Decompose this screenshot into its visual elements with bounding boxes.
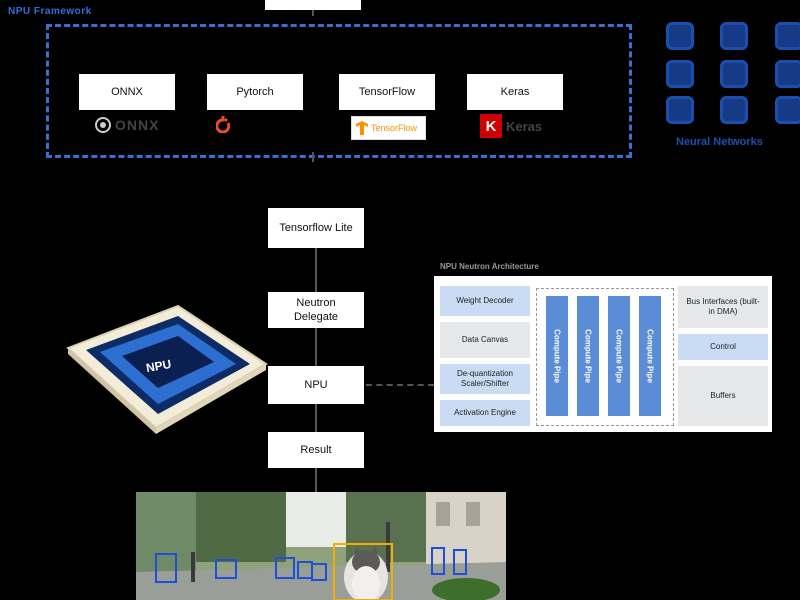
- framework-onnx: ONNX: [79, 74, 175, 110]
- flow-neutron-delegate: Neutron Delegate: [268, 292, 364, 328]
- tensorflow-icon: [356, 121, 368, 135]
- npu-architecture: Weight Decoder Data Canvas De-quantizati…: [434, 276, 772, 432]
- keras-logo: K Keras: [480, 114, 542, 138]
- nn-cell-icon: [720, 22, 748, 50]
- arch-weight-decoder: Weight Decoder: [440, 286, 530, 316]
- tensorflow-logo: TensorFlow: [351, 116, 426, 140]
- nn-cell-icon: [666, 60, 694, 88]
- top-connector: [312, 10, 314, 16]
- nn-cell-icon: [720, 60, 748, 88]
- nn-cell-icon: [720, 96, 748, 124]
- arch-compute-pipe-2: Compute Pipe: [577, 296, 599, 416]
- arch-title: NPU Neutron Architecture: [440, 262, 539, 271]
- framework-label: NPU Framework: [8, 6, 92, 17]
- pytorch-logo: [215, 115, 231, 138]
- flow-arrow-3: [315, 404, 317, 432]
- nn-cell-icon: [775, 22, 800, 50]
- flow-arrow-4: [315, 468, 317, 492]
- arch-buffers: Buffers: [678, 366, 768, 426]
- street-scene: [136, 492, 506, 600]
- npu-arch-connector: [366, 384, 434, 386]
- top-box: [265, 0, 361, 10]
- framework-frame: [46, 24, 632, 158]
- nn-cell-icon: [775, 60, 800, 88]
- flow-tensorflow-lite: Tensorflow Lite: [268, 208, 364, 248]
- framework-keras: Keras: [467, 74, 563, 110]
- frame-connector: [312, 152, 314, 162]
- arch-compute-pipe-3: Compute Pipe: [608, 296, 630, 416]
- nn-cell-icon: [666, 96, 694, 124]
- onnx-logo: ONNX: [94, 116, 159, 134]
- neural-network-label: Neural Networks: [676, 136, 763, 148]
- pytorch-icon: [215, 116, 231, 134]
- onnx-icon: [95, 117, 111, 133]
- arch-activation-engine: Activation Engine: [440, 400, 530, 426]
- npu-chip: [66, 304, 268, 434]
- flow-result: Result: [268, 432, 364, 468]
- framework-tensorflow: TensorFlow: [339, 74, 435, 110]
- framework-pytorch: Pytorch: [207, 74, 303, 110]
- flow-arrow-2: [315, 328, 317, 366]
- flow-npu: NPU: [268, 366, 364, 404]
- keras-icon: K: [480, 114, 502, 138]
- result-image: [136, 492, 506, 600]
- nn-cell-icon: [775, 96, 800, 124]
- arch-control: Control: [678, 334, 768, 360]
- arch-compute-pipe-4: Compute Pipe: [639, 296, 661, 416]
- arch-bus-interfaces: Bus Interfaces (built-in DMA): [678, 286, 768, 328]
- arch-data-canvas: Data Canvas: [440, 322, 530, 358]
- arch-pipes-region: [536, 288, 674, 426]
- nn-cell-icon: [666, 22, 694, 50]
- arch-compute-pipe-1: Compute Pipe: [546, 296, 568, 416]
- arch-dequantization: De-quantization Scaler/Shifter: [440, 364, 530, 394]
- flow-arrow-1: [315, 248, 317, 292]
